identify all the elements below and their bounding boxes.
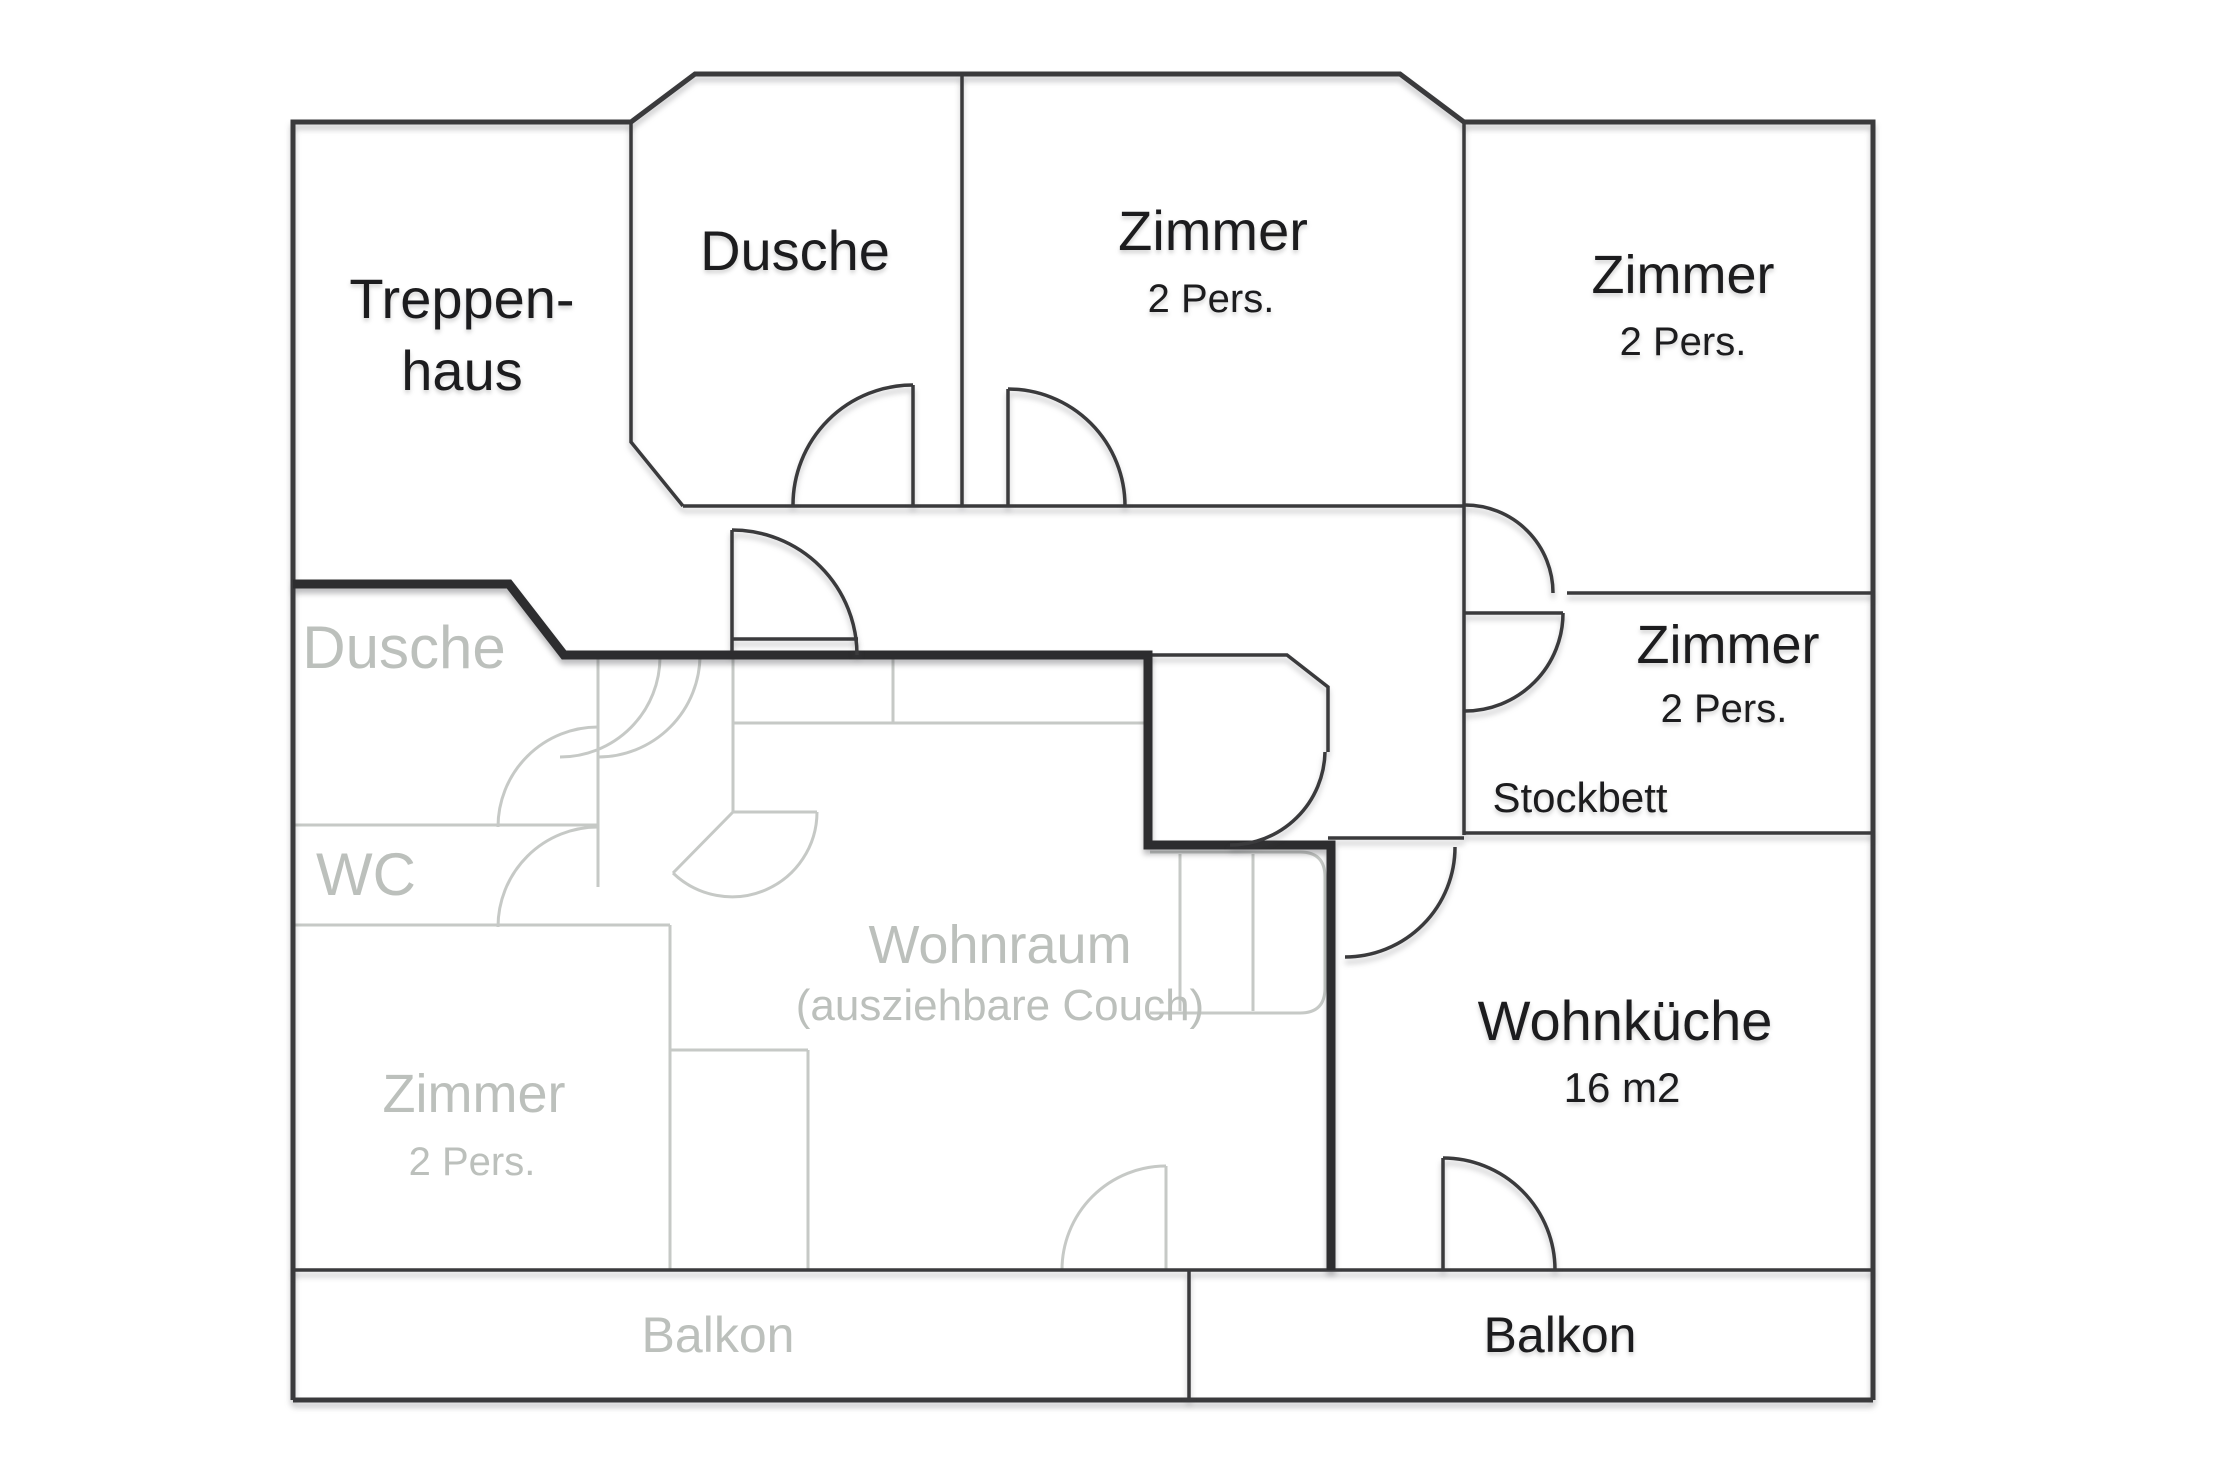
dusche-label: Dusche xyxy=(700,219,890,282)
wohnraum-note-label: (ausziehbare Couch) xyxy=(796,981,1204,1030)
gray-labels: Dusche WC Wohnraum (ausziehbare Couch) Z… xyxy=(302,614,1204,1363)
gray-fan-door-arc xyxy=(671,811,819,899)
stockbett-note-label: Stockbett xyxy=(1492,774,1667,821)
kitchen-door-arc xyxy=(1344,846,1457,959)
dark-door-arcs xyxy=(731,383,1565,1271)
gray-corridor-door-arc-2 xyxy=(597,654,702,759)
gray-balcony-door-arc xyxy=(1060,1164,1167,1271)
apartment-boundary-line xyxy=(293,579,1336,1270)
gray-balkon-label: Balkon xyxy=(642,1307,795,1363)
zimmer-mid-capacity: 2 Pers. xyxy=(1148,277,1275,321)
dark-labels: Treppen- haus Dusche Zimmer 2 Pers. Zimm… xyxy=(349,199,1819,1363)
building-outline xyxy=(290,71,1876,1400)
outer-walls xyxy=(290,71,1876,1403)
interior-walls xyxy=(293,74,1873,1400)
entry-door-arc xyxy=(731,528,859,656)
vestibule-door-arc xyxy=(1229,751,1327,847)
gray-wc-label: WC xyxy=(316,841,416,908)
gray-dusche-label: Dusche xyxy=(302,614,505,681)
zimmer-mid-label: Zimmer xyxy=(1118,199,1308,262)
gray-apartment-walls xyxy=(293,657,1146,1270)
kitchen-balcony-door-arc xyxy=(1442,1156,1557,1271)
apartment-boundary xyxy=(293,579,1336,1270)
wohnkueche-area-label: 16 m2 xyxy=(1564,1064,1681,1111)
couch-outline xyxy=(1150,850,1327,1015)
zimmer-right-label: Zimmer xyxy=(1592,245,1775,305)
gray-zimmer-capacity: 2 Pers. xyxy=(409,1140,536,1184)
gray-zimmer-label: Zimmer xyxy=(383,1064,566,1124)
wohnkueche-label: Wohnküche xyxy=(1478,989,1773,1052)
balkon-label: Balkon xyxy=(1484,1307,1637,1363)
zimmer-stockbett-capacity: 2 Pers. xyxy=(1661,687,1788,731)
gray-couch-furniture xyxy=(1150,850,1327,1015)
wohnraum-label: Wohnraum xyxy=(868,915,1131,975)
gray-fan-door-leaves xyxy=(671,810,817,875)
gray-wc-door-arc xyxy=(496,825,599,928)
zimmer-right-capacity: 2 Pers. xyxy=(1620,320,1747,364)
treppenhaus-label-line1: Treppen- xyxy=(349,267,574,330)
gray-corridor-door-arc-1 xyxy=(559,656,662,759)
stockbett-door-arc xyxy=(1464,612,1565,713)
gray-apartment-doors xyxy=(496,654,1168,1271)
zimmer-mid-door-arc xyxy=(1007,387,1127,507)
vestibule-wall xyxy=(1146,653,1330,752)
dusche-left-wall xyxy=(629,122,685,508)
gray-dusche-door-arc xyxy=(496,725,599,828)
zimmer-stockbett-label: Zimmer xyxy=(1637,615,1820,675)
zimmer-right-door-arc xyxy=(1464,503,1555,594)
dusche-door-arc xyxy=(791,383,914,506)
treppenhaus-label-line2: haus xyxy=(401,339,522,402)
